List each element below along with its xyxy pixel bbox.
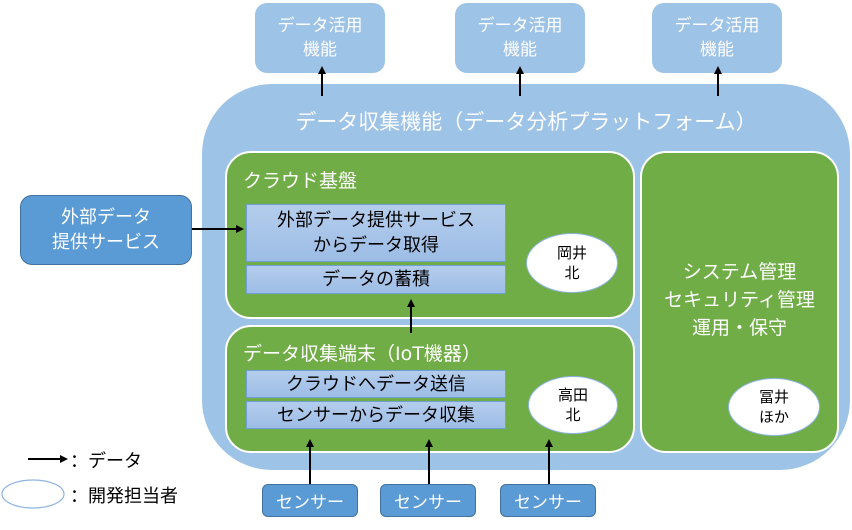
platform-title: データ収集機能（データ分析プラットフォーム）: [295, 110, 757, 134]
sensor-label: センサー: [514, 493, 582, 513]
sensor-label: センサー: [276, 493, 344, 513]
external-data-service-box: 外部データ 提供サービス: [20, 195, 192, 265]
owner-ellipse-management: 冨井 ほか: [728, 378, 820, 436]
function-label: クラウドへデータ送信: [286, 373, 466, 395]
function-data-storage: データの蓄積: [246, 265, 506, 294]
data-use-function-label: データ活用 機能: [674, 16, 760, 60]
data-use-function-label: データ活用 機能: [477, 16, 563, 60]
legend-ellipse-label: ：開発担当者: [70, 486, 178, 507]
function-label: 外部データ提供サービス からデータ取得: [277, 210, 475, 256]
function-collect-sensor-data: センサーからデータ収集: [246, 401, 506, 429]
sensor-box-2: センサー: [380, 484, 476, 517]
function-fetch-external-data: 外部データ提供サービス からデータ取得: [246, 204, 506, 262]
sensor-box-3: センサー: [500, 484, 596, 517]
data-use-function-label: データ活用 機能: [277, 16, 363, 60]
data-use-function-box-2: データ活用 機能: [455, 3, 585, 73]
owner-label: 高田 北: [557, 386, 588, 424]
management-line: 運用・保守: [691, 317, 787, 339]
management-line: システム管理: [682, 261, 797, 283]
function-label: データの蓄積: [322, 269, 430, 290]
management-text: システム管理 セキュリティ管理 運用・保守: [640, 258, 839, 342]
iot-device-title: データ収集端末（IoT機器）: [243, 343, 481, 365]
function-label: センサーからデータ収集: [277, 404, 475, 426]
external-service-label: 外部データ 提供サービス: [52, 207, 160, 253]
owner-ellipse-iot: 高田 北: [528, 376, 618, 434]
owner-ellipse-cloud: 岡井 北: [526, 233, 618, 293]
cloud-infrastructure-title: クラウド基盤: [243, 170, 358, 192]
owner-label: 岡井 北: [556, 244, 587, 282]
management-line: セキュリティ管理: [664, 289, 815, 311]
owner-label: 冨井 ほか: [758, 388, 789, 426]
legend-arrow-label: ：データ: [70, 451, 142, 472]
legend-ellipse-icon: [1, 479, 65, 509]
function-send-to-cloud: クラウドへデータ送信: [246, 370, 506, 398]
sensor-box-1: センサー: [262, 484, 358, 517]
data-use-function-box-1: データ活用 機能: [255, 3, 385, 73]
sensor-label: センサー: [394, 493, 462, 513]
data-use-function-box-3: データ活用 機能: [652, 3, 782, 73]
